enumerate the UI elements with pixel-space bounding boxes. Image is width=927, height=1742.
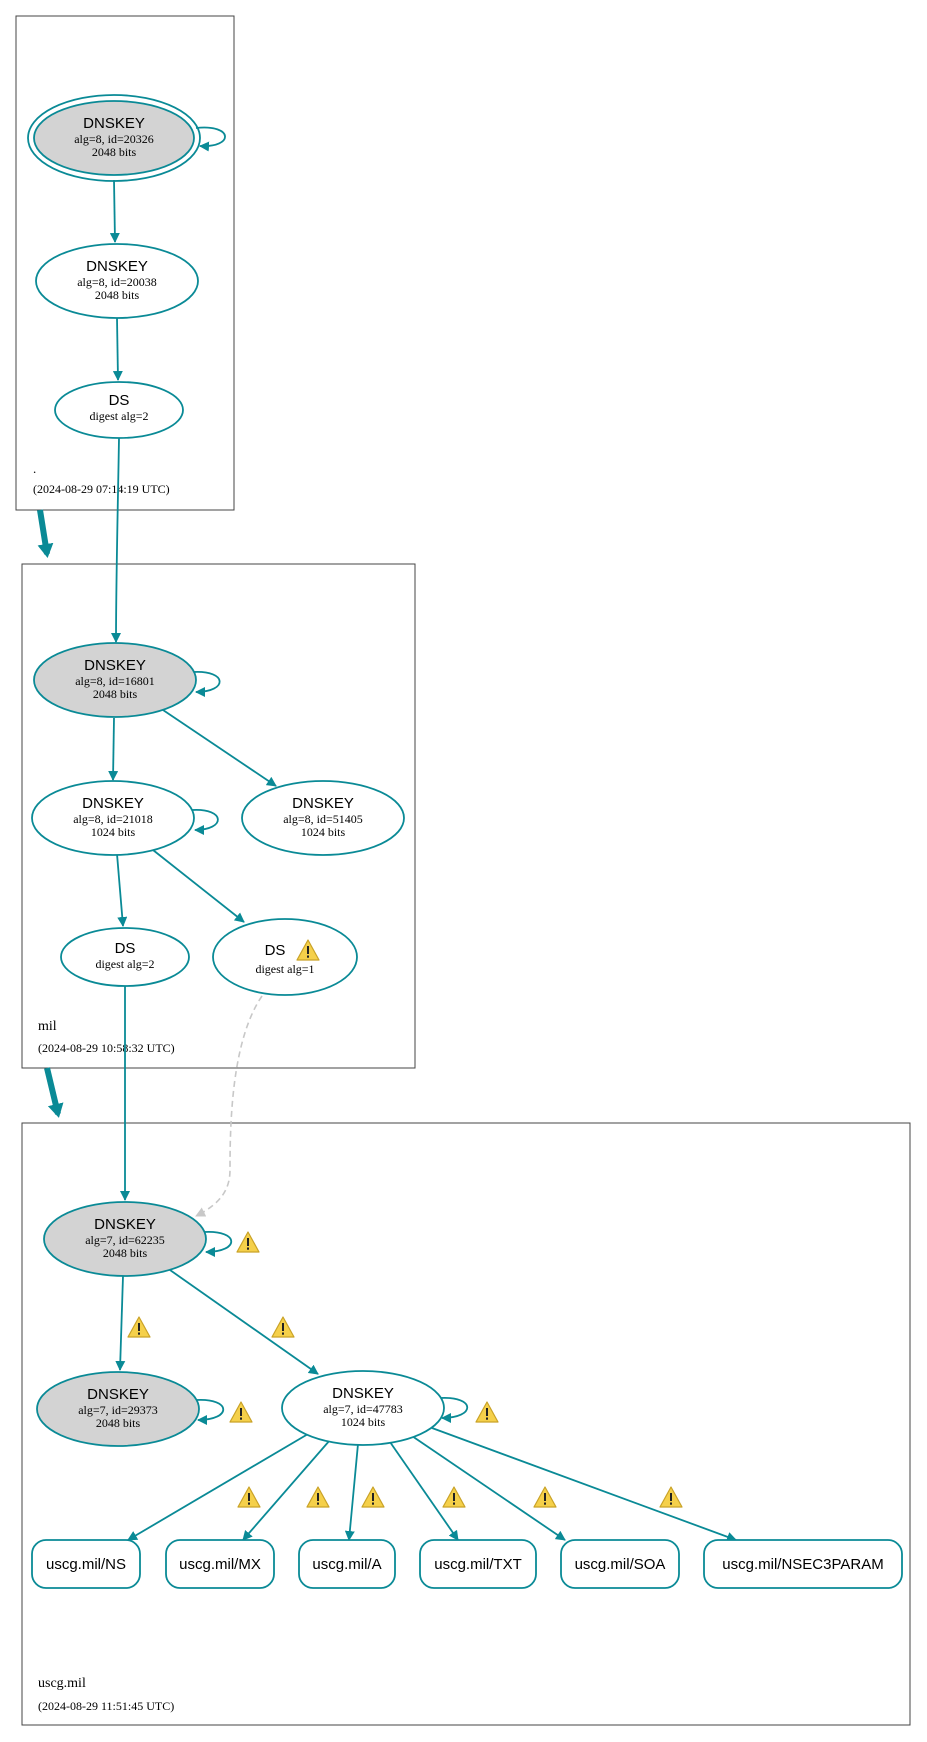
node-uscg-ksk-title: DNSKEY bbox=[94, 1216, 156, 1233]
node-mil-zsk2[interactable]: DNSKEY alg=8, id=51405 1024 bits bbox=[241, 780, 405, 856]
zone-mil: mil (2024-08-29 10:58:32 UTC) bbox=[21, 563, 416, 1069]
rrset-mx[interactable]: uscg.mil/MX bbox=[165, 1539, 275, 1589]
rrset-nsec3param-label: uscg.mil/NSEC3PARAM bbox=[722, 1556, 883, 1573]
rrset-txt[interactable]: uscg.mil/TXT bbox=[419, 1539, 537, 1589]
self-loop-root-ksk bbox=[195, 126, 226, 152]
node-uscg-zsk[interactable]: DNSKEY alg=7, id=47783 1024 bits bbox=[281, 1370, 445, 1446]
delegation-arrow-root-mil bbox=[37, 509, 54, 558]
node-root-ksk-line2: 2048 bits bbox=[92, 145, 137, 159]
warning-icon bbox=[361, 1486, 385, 1508]
node-uscg-ksk2-line2: 2048 bits bbox=[96, 1416, 141, 1430]
rrset-soa[interactable]: uscg.mil/SOA bbox=[560, 1539, 680, 1589]
edge-uscg-zsk-to-nsec3param bbox=[431, 1427, 737, 1542]
node-root-ds-title: DS bbox=[109, 392, 130, 409]
warning-icon bbox=[533, 1486, 557, 1508]
warning-icon bbox=[442, 1486, 466, 1508]
rrset-ns[interactable]: uscg.mil/NS bbox=[31, 1539, 141, 1589]
zone-mil-name: mil bbox=[38, 1019, 57, 1034]
node-mil-zsk2-line1: alg=8, id=51405 bbox=[283, 812, 363, 826]
rrset-a[interactable]: uscg.mil/A bbox=[298, 1539, 396, 1589]
zone-uscg: uscg.mil (2024-08-29 11:51:45 UTC) bbox=[21, 1122, 911, 1726]
node-mil-zsk1-title: DNSKEY bbox=[82, 795, 144, 812]
warning-icon bbox=[306, 1486, 330, 1508]
node-mil-zsk2-title: DNSKEY bbox=[292, 795, 354, 812]
rrset-nsec3param[interactable]: uscg.mil/NSEC3PARAM bbox=[703, 1539, 903, 1589]
self-loop-uscg-zsk bbox=[439, 1397, 469, 1423]
edge-uscg-ksk-to-zsk bbox=[169, 1269, 319, 1375]
edge-mil-ksk-to-zsk2 bbox=[162, 709, 277, 787]
edge-root-ds-to-mil-ksk bbox=[111, 437, 122, 643]
edge-uscg-zsk-to-txt bbox=[389, 1441, 459, 1541]
node-mil-ds1[interactable]: DS digest alg=1 bbox=[212, 918, 358, 996]
node-uscg-ksk2[interactable]: DNSKEY alg=7, id=29373 2048 bits bbox=[36, 1371, 200, 1447]
node-mil-zsk2-line2: 1024 bits bbox=[301, 825, 346, 839]
node-root-zsk-line2: 2048 bits bbox=[95, 288, 140, 302]
node-uscg-zsk-line2: 1024 bits bbox=[341, 1415, 386, 1429]
self-loop-uscg-ksk2 bbox=[195, 1399, 225, 1425]
warning-icon bbox=[237, 1486, 261, 1508]
edge-uscg-ksk-to-ksk2 bbox=[115, 1275, 126, 1371]
warning-icon bbox=[659, 1486, 683, 1508]
zone-root-name: . bbox=[33, 461, 36, 476]
node-uscg-ksk[interactable]: DNSKEY alg=7, id=62235 2048 bits bbox=[43, 1201, 207, 1277]
rrset-txt-label: uscg.mil/TXT bbox=[434, 1556, 522, 1573]
node-root-ksk[interactable]: DNSKEY alg=8, id=20326 2048 bits bbox=[27, 94, 201, 182]
edge-mil-zsk1-to-ds2 bbox=[116, 853, 128, 927]
node-root-ksk-title: DNSKEY bbox=[83, 115, 145, 132]
edge-uscg-zsk-to-a bbox=[344, 1443, 359, 1541]
edge-uscg-zsk-to-mx bbox=[242, 1439, 331, 1541]
node-mil-ksk[interactable]: DNSKEY alg=8, id=16801 2048 bits bbox=[33, 642, 197, 718]
node-uscg-zsk-title: DNSKEY bbox=[332, 1385, 394, 1402]
zone-root-timestamp: (2024-08-29 07:14:19 UTC) bbox=[33, 482, 170, 496]
node-mil-ksk-line1: alg=8, id=16801 bbox=[75, 674, 155, 688]
edge-uscg-zsk-to-ns bbox=[127, 1433, 309, 1541]
edge-mil-ds1-to-uscg-ksk-dashed bbox=[195, 995, 263, 1217]
node-root-ksk-line1: alg=8, id=20326 bbox=[74, 132, 154, 146]
rrset-soa-label: uscg.mil/SOA bbox=[575, 1556, 666, 1573]
delegation-arrow-mil-uscg bbox=[44, 1067, 64, 1118]
rrset-ns-label: uscg.mil/NS bbox=[46, 1556, 126, 1573]
node-uscg-ksk2-line1: alg=7, id=29373 bbox=[78, 1403, 158, 1417]
node-root-zsk[interactable]: DNSKEY alg=8, id=20038 2048 bits bbox=[35, 243, 199, 319]
node-mil-ds2-line1: digest alg=2 bbox=[95, 957, 154, 971]
node-root-zsk-title: DNSKEY bbox=[86, 258, 148, 275]
self-loop-uscg-ksk bbox=[203, 1231, 233, 1257]
node-mil-zsk1-line1: alg=8, id=21018 bbox=[73, 812, 153, 826]
node-uscg-ksk-line2: 2048 bits bbox=[103, 1246, 148, 1260]
warning-icon bbox=[127, 1316, 151, 1338]
self-loop-mil-ksk bbox=[192, 671, 221, 697]
zone-uscg-timestamp: (2024-08-29 11:51:45 UTC) bbox=[38, 1699, 174, 1713]
self-loop-mil-zsk1 bbox=[191, 809, 219, 835]
rrset-a-label: uscg.mil/A bbox=[312, 1556, 381, 1573]
node-root-ds[interactable]: DS digest alg=2 bbox=[54, 381, 184, 439]
edge-mil-ksk-to-zsk1 bbox=[108, 717, 119, 781]
node-mil-ds2-title: DS bbox=[115, 940, 136, 957]
zone-uscg-name: uscg.mil bbox=[38, 1676, 86, 1691]
zone-mil-timestamp: (2024-08-29 10:58:32 UTC) bbox=[38, 1041, 175, 1055]
warning-icon bbox=[271, 1316, 295, 1338]
node-mil-zsk1[interactable]: DNSKEY alg=8, id=21018 1024 bits bbox=[31, 780, 195, 856]
warning-icon bbox=[229, 1401, 253, 1423]
node-mil-zsk1-line2: 1024 bits bbox=[91, 825, 136, 839]
node-mil-ds1-line1: digest alg=1 bbox=[255, 962, 314, 976]
node-mil-ksk-title: DNSKEY bbox=[84, 657, 146, 674]
node-uscg-zsk-line1: alg=7, id=47783 bbox=[323, 1402, 403, 1416]
node-mil-ksk-line2: 2048 bits bbox=[93, 687, 138, 701]
edge-root-zsk-to-ds bbox=[112, 317, 123, 381]
edge-uscg-zsk-to-soa bbox=[411, 1435, 566, 1541]
rrset-mx-label: uscg.mil/MX bbox=[179, 1556, 261, 1573]
warning-icon bbox=[236, 1231, 260, 1253]
node-root-ds-line1: digest alg=2 bbox=[89, 409, 148, 423]
node-uscg-ksk2-title: DNSKEY bbox=[87, 1386, 149, 1403]
zone-root: . (2024-08-29 07:14:19 UTC) bbox=[15, 15, 235, 511]
node-mil-ds1-title: DS bbox=[265, 942, 286, 959]
node-mil-ds2[interactable]: DS digest alg=2 bbox=[60, 927, 190, 987]
edge-root-ksk-to-zsk bbox=[109, 179, 120, 243]
warning-icon bbox=[475, 1401, 499, 1423]
node-root-zsk-line1: alg=8, id=20038 bbox=[77, 275, 157, 289]
node-uscg-ksk-line1: alg=7, id=62235 bbox=[85, 1233, 165, 1247]
edge-mil-zsk1-to-ds1 bbox=[152, 849, 245, 923]
